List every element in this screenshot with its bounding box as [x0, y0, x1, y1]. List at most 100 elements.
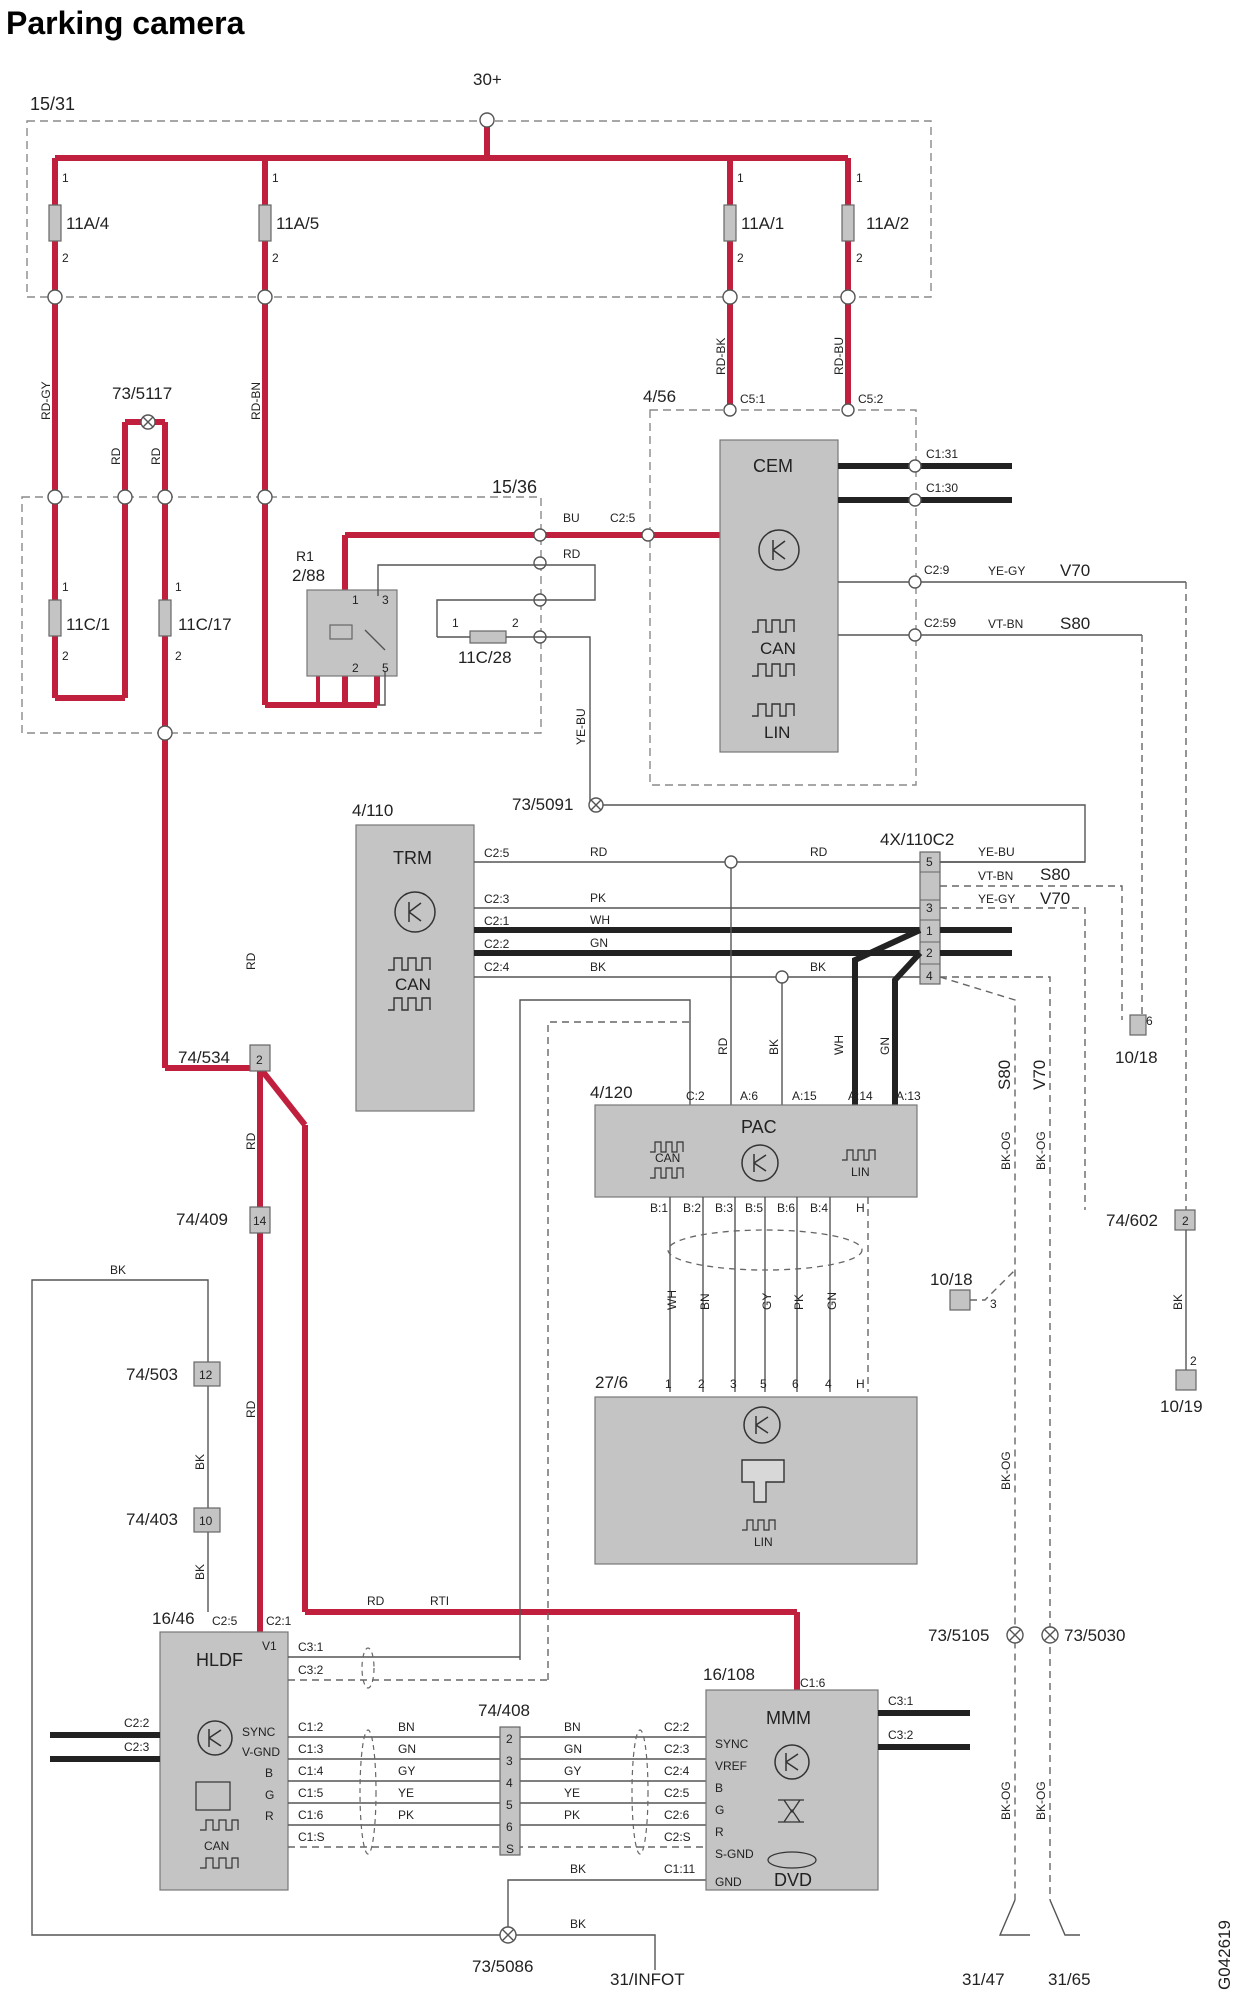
svg-text:V70: V70 — [1060, 561, 1090, 580]
svg-text:B:5: B:5 — [745, 1201, 763, 1215]
svg-text:11C/17: 11C/17 — [178, 615, 232, 634]
svg-text:BN: BN — [698, 1293, 712, 1310]
pac-wires: RD BK WH GN — [519, 855, 923, 1680]
svg-text:C2:S: C2:S — [664, 1830, 691, 1844]
svg-text:4: 4 — [825, 1377, 832, 1391]
svg-text:C1:S: C1:S — [298, 1830, 325, 1844]
svg-text:B: B — [715, 1781, 723, 1795]
svg-text:A:6: A:6 — [740, 1089, 758, 1103]
svg-text:MMM: MMM — [766, 1708, 811, 1728]
svg-text:73/5105: 73/5105 — [928, 1626, 989, 1645]
svg-text:C3:2: C3:2 — [298, 1663, 324, 1677]
svg-text:1: 1 — [62, 580, 69, 594]
svg-text:14: 14 — [253, 1214, 267, 1228]
svg-text:YE-GY: YE-GY — [978, 892, 1015, 906]
svg-text:C3:1: C3:1 — [888, 1694, 914, 1708]
svg-text:C1:2: C1:2 — [298, 1720, 324, 1734]
svg-text:11C/28: 11C/28 — [458, 648, 512, 667]
fuse-11a-2: 11A/2 12 — [841, 171, 909, 265]
pac-module: PAC CAN LIN 4/120 C:2 A:6 A:15 A:14 A:13… — [590, 1083, 921, 1215]
svg-text:74/503: 74/503 — [126, 1365, 178, 1384]
svg-text:R: R — [715, 1825, 724, 1839]
svg-text:H: H — [856, 1201, 865, 1215]
svg-text:C2:1: C2:1 — [266, 1614, 292, 1628]
svg-text:G: G — [715, 1803, 724, 1817]
svg-text:2: 2 — [352, 661, 359, 675]
svg-text:BN: BN — [564, 1720, 581, 1734]
svg-text:2: 2 — [272, 251, 279, 265]
svg-text:RD: RD — [590, 845, 608, 859]
svg-text:RD: RD — [244, 1400, 258, 1418]
svg-text:4: 4 — [926, 969, 933, 983]
fuse-11c-17: 11C/17 12 — [158, 580, 232, 663]
svg-text:16/108: 16/108 — [703, 1665, 755, 1684]
svg-text:VT-BN: VT-BN — [978, 869, 1013, 883]
svg-text:1: 1 — [62, 171, 69, 185]
svg-text:B:4: B:4 — [810, 1201, 828, 1215]
svg-text:2: 2 — [856, 251, 863, 265]
svg-text:5: 5 — [760, 1377, 767, 1391]
svg-text:GN: GN — [878, 1037, 892, 1055]
svg-text:2: 2 — [62, 251, 69, 265]
svg-text:1: 1 — [856, 171, 863, 185]
svg-text:C2:5: C2:5 — [664, 1786, 690, 1800]
fuse-11a-4: 11A/4 1 2 — [48, 171, 109, 265]
camera-wires: WH BN GY PK GN 1 2 3 5 6 4 H — [665, 1197, 869, 1392]
svg-text:C1:4: C1:4 — [298, 1764, 324, 1778]
svg-text:YE-GY: YE-GY — [988, 564, 1025, 578]
svg-text:VREF: VREF — [715, 1759, 747, 1773]
svg-text:V70: V70 — [1040, 889, 1070, 908]
svg-text:LIN: LIN — [851, 1165, 870, 1179]
svg-text:2: 2 — [698, 1377, 705, 1391]
svg-text:C2:3: C2:3 — [124, 1740, 150, 1754]
svg-text:5: 5 — [382, 661, 389, 675]
svg-text:GND: GND — [715, 1875, 742, 1889]
svg-text:11A/4: 11A/4 — [66, 214, 109, 233]
svg-text:BK: BK — [570, 1862, 586, 1876]
svg-text:RD-BK: RD-BK — [714, 338, 728, 375]
svg-text:BK: BK — [570, 1917, 586, 1931]
zone-label-15-36: 15/36 — [492, 477, 537, 497]
svg-text:1: 1 — [175, 580, 182, 594]
svg-text:C2:2: C2:2 — [484, 937, 510, 951]
connector-4x-110c2: 4X/110C2 5 3 1 2 4 YE-BU VT-BN S80 YE-GY… — [880, 830, 1123, 1900]
svg-text:BK: BK — [810, 960, 826, 974]
fuse-11a-5: 11A/5 12 — [258, 171, 319, 265]
svg-text:73/5091: 73/5091 — [512, 795, 573, 814]
svg-text:WH: WH — [590, 913, 610, 927]
svg-text:3: 3 — [382, 593, 389, 607]
svg-text:SYNC: SYNC — [715, 1737, 749, 1751]
svg-text:4/56: 4/56 — [643, 387, 676, 406]
svg-text:C:2: C:2 — [686, 1089, 705, 1103]
svg-text:74/409: 74/409 — [176, 1210, 228, 1229]
svg-text:BK: BK — [193, 1454, 207, 1470]
svg-text:6: 6 — [792, 1377, 799, 1391]
svg-text:C3:1: C3:1 — [298, 1640, 324, 1654]
svg-text:VT-BN: VT-BN — [988, 617, 1023, 631]
relay-box-zone — [21, 496, 542, 734]
svg-text:11A/1: 11A/1 — [741, 214, 784, 233]
svg-text:C2:5: C2:5 — [484, 846, 510, 860]
svg-text:S80: S80 — [1060, 614, 1090, 633]
svg-text:C2:3: C2:3 — [664, 1742, 690, 1756]
svg-text:PK: PK — [398, 1808, 414, 1822]
svg-text:S80: S80 — [995, 1060, 1014, 1090]
svg-text:BK-OG: BK-OG — [1034, 1781, 1048, 1820]
svg-text:1: 1 — [352, 593, 359, 607]
ground-73-5117: 73/5117 — [112, 384, 172, 430]
svg-text:LIN: LIN — [764, 723, 790, 742]
svg-text:10/18: 10/18 — [1115, 1048, 1158, 1067]
svg-text:12: 12 — [199, 1368, 213, 1382]
svg-text:DVD: DVD — [774, 1870, 812, 1890]
fuse-box-zone — [26, 120, 932, 298]
svg-text:2: 2 — [512, 616, 519, 630]
svg-text:10/18: 10/18 — [930, 1270, 973, 1289]
svg-text:TRM: TRM — [393, 848, 432, 868]
svg-text:C2:3: C2:3 — [484, 892, 510, 906]
svg-text:RD: RD — [810, 845, 828, 859]
svg-text:BK: BK — [110, 1263, 126, 1277]
svg-text:R1: R1 — [296, 548, 314, 564]
svg-text:GN: GN — [590, 936, 608, 950]
svg-text:2: 2 — [62, 649, 69, 663]
